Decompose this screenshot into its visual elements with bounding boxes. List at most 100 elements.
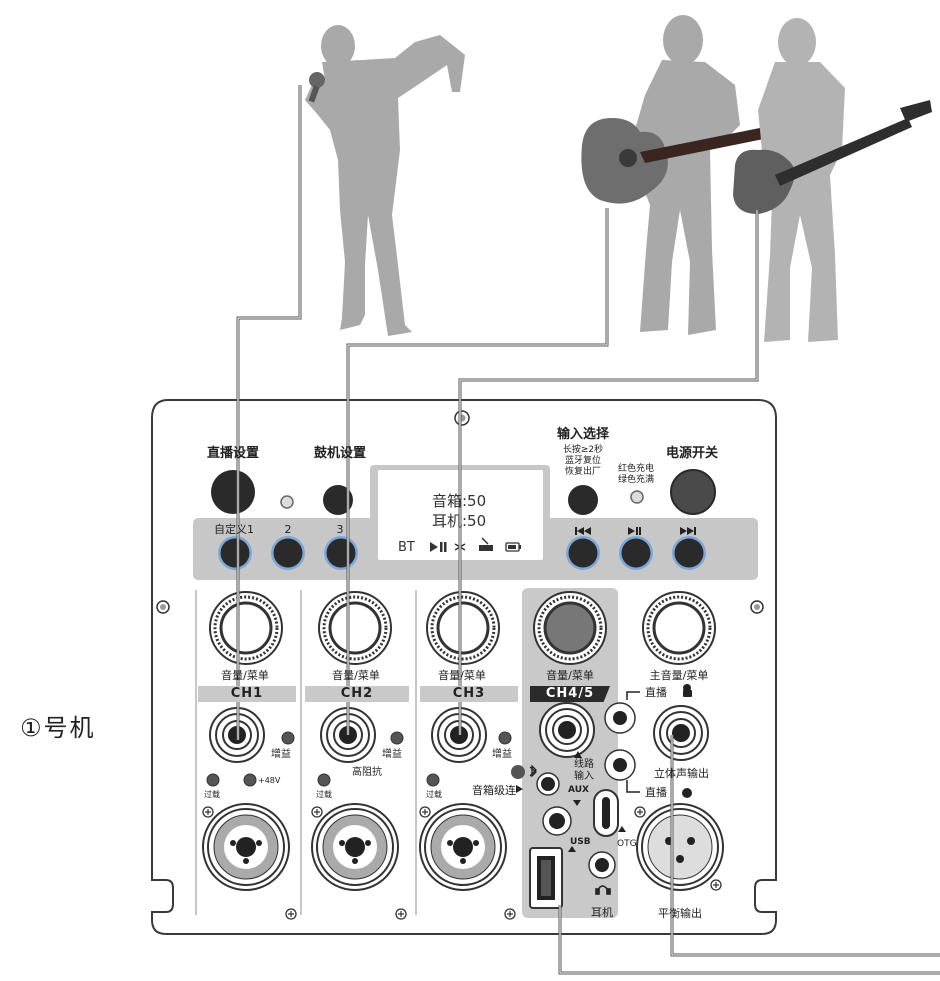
button-label-1: 自定义1 <box>214 523 254 536</box>
xlr-screw <box>395 908 407 920</box>
play-pause-icon-strip <box>628 527 641 535</box>
custom-button-2[interactable] <box>271 536 305 570</box>
previous-track-button[interactable] <box>566 536 600 570</box>
master-volume-knob[interactable] <box>642 591 716 665</box>
xlr-screw <box>285 908 297 920</box>
ch2-tag: CH2 <box>305 686 409 702</box>
line-input-jack[interactable] <box>539 702 595 758</box>
ch45-volume-knob[interactable] <box>533 591 607 665</box>
ch2-clip-led <box>317 773 331 787</box>
aux-jack[interactable] <box>542 806 572 836</box>
power-switch-label: 电源开关 <box>665 446 719 461</box>
xlr-screw <box>311 806 323 818</box>
mount-screw-right <box>750 600 764 614</box>
ch1-gain-knob[interactable] <box>281 731 295 745</box>
line-in-label-2: 输入 <box>574 771 594 782</box>
status-led <box>280 495 294 509</box>
ch2-knob-label: 音量/菜单 <box>332 669 380 682</box>
battery-icon <box>505 542 521 552</box>
usb-port[interactable] <box>529 847 563 909</box>
usb-c-port[interactable] <box>593 789 619 837</box>
live-android-jack[interactable] <box>604 702 636 734</box>
ch1-tag: CH1 <box>198 686 296 702</box>
ch1-knob-label: 音量/菜单 <box>221 669 269 682</box>
ch3-xlr-combo-jack[interactable] <box>419 803 507 891</box>
charge-led <box>630 490 644 504</box>
previous-track-icon <box>575 527 591 535</box>
drum-icon <box>479 537 493 551</box>
speaker-link-jack[interactable] <box>536 772 560 796</box>
bluetooth-icon <box>529 764 537 778</box>
xlr-screw <box>634 806 646 818</box>
ch2-hiz-label: 高阻抗 <box>352 767 382 778</box>
play-pause-button[interactable] <box>619 536 653 570</box>
display-bt-status: BT <box>398 540 415 555</box>
mount-screw-left <box>156 600 170 614</box>
charge-hint-2: 绿色充满 <box>617 475 655 485</box>
ch1-gain-label: 增益 <box>271 749 291 760</box>
display-earphone-volume: 耳机:50 <box>432 512 487 530</box>
button-label-2: 2 <box>284 523 292 536</box>
ch1-volume-knob[interactable] <box>209 591 283 665</box>
input-select-hint-2: 蓝牙复位 <box>564 456 602 466</box>
stereo-out-label: 立体声输出 <box>654 767 709 780</box>
power-switch-button[interactable] <box>670 469 716 515</box>
bassist-silhouette <box>758 18 845 342</box>
earphone-jack[interactable] <box>588 851 616 879</box>
ch3-volume-knob[interactable] <box>426 591 500 665</box>
ch3-tag: CH3 <box>420 686 518 702</box>
ch2-clip-label: 过载 <box>316 790 332 799</box>
xlr-screw <box>419 806 431 818</box>
input-select-hint-3: 恢复出厂 <box>564 467 602 477</box>
microphone-icon <box>308 72 325 103</box>
live-android-label: 直播 <box>645 686 667 699</box>
drum-settings-label: 鼓机设置 <box>313 446 367 461</box>
custom-button-1[interactable] <box>218 536 252 570</box>
ch2-volume-knob[interactable] <box>318 591 392 665</box>
bluetooth-led <box>511 765 525 779</box>
usb-label: USB <box>570 837 591 847</box>
live-settings-knob[interactable] <box>211 470 255 514</box>
live-apple-jack[interactable] <box>604 749 636 781</box>
headphone-icon <box>595 885 611 895</box>
master-knob-label: 主音量/菜单 <box>649 669 709 682</box>
ch45-knob-label: 音量/菜单 <box>546 669 594 682</box>
ch1-phantom-label: +48V <box>258 776 281 785</box>
xlr-screw <box>710 879 722 891</box>
input-select-knob[interactable] <box>568 485 598 515</box>
balanced-out-label: 平衡输出 <box>658 907 702 920</box>
ch3-gain-label: 增益 <box>492 749 512 760</box>
button-label-3: 3 <box>336 523 344 536</box>
electric-guitar-icon <box>733 100 932 214</box>
custom-button-3[interactable] <box>324 536 358 570</box>
live-apple-label: 直播 <box>645 786 667 799</box>
ch2-xlr-combo-jack[interactable] <box>311 803 399 891</box>
ch3-knob-label: 音量/菜单 <box>438 669 486 682</box>
input-select-hint-1: 长按≥2秒 <box>562 445 604 455</box>
stereo-output-jack[interactable] <box>653 705 709 761</box>
balanced-output-xlr[interactable] <box>636 803 724 891</box>
ch2-gain-knob[interactable] <box>390 731 404 745</box>
bracket-lines <box>626 691 640 793</box>
drum-settings-knob[interactable] <box>323 485 353 515</box>
ch3-gain-knob[interactable] <box>498 731 512 745</box>
unit-label: ①号机 <box>20 714 96 742</box>
ch1-xlr-combo-jack[interactable] <box>202 803 290 891</box>
singer-silhouette <box>305 25 465 336</box>
live-settings-label: 直播设置 <box>206 446 260 461</box>
line-in-label-1: 线路 <box>574 759 594 770</box>
ch1-clip-label: 过载 <box>204 790 220 799</box>
xlr-screw <box>504 908 516 920</box>
speaker-link-label: 音箱级连 <box>472 784 516 797</box>
aux-label: AUX <box>568 785 589 795</box>
input-select-label: 输入选择 <box>556 427 610 442</box>
next-track-icon <box>680 527 696 535</box>
direction-arrows <box>516 751 626 852</box>
mount-screw-top <box>454 410 470 426</box>
ch1-phantom-button[interactable] <box>243 773 257 787</box>
play-pause-icon <box>430 542 447 552</box>
ch2-gain-label: 增益 <box>382 749 402 760</box>
ch45-tag: CH4/5 <box>530 686 610 702</box>
next-track-button[interactable] <box>672 536 706 570</box>
